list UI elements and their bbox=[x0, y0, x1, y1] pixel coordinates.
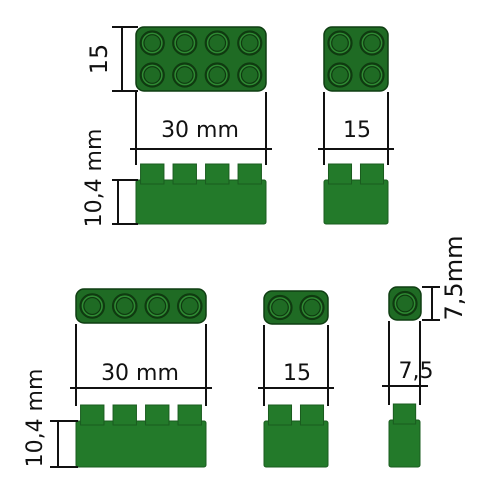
plate-1x1-top-view bbox=[388, 286, 422, 321]
plate-1x2-side-body bbox=[263, 420, 329, 468]
brick-2x4-height-dimension: 15 bbox=[85, 26, 138, 92]
side-stud bbox=[392, 403, 417, 425]
side-stud bbox=[80, 404, 105, 426]
plate-1x1-side-body bbox=[388, 419, 421, 468]
plate-1x2-top-view bbox=[263, 290, 329, 325]
plate-1x1-width-dimension: 7,5 bbox=[382, 321, 434, 405]
brick-2x4-width-label: 30 mm bbox=[161, 118, 239, 143]
brick-2x4-width-dimension: 30 mm bbox=[130, 92, 272, 165]
side-stud bbox=[359, 163, 385, 185]
brick-2x2-width-dimension: 15 bbox=[318, 92, 394, 165]
stud-inner bbox=[115, 296, 134, 316]
side-stud bbox=[112, 404, 137, 426]
brick-2x2-studs bbox=[327, 30, 385, 88]
stud-inner bbox=[148, 296, 167, 316]
brick-2x4-height-label: 15 bbox=[85, 44, 113, 75]
stud-inner bbox=[363, 34, 381, 52]
plate-1x1-height-dimension: 7,5mm bbox=[422, 236, 468, 321]
stud-inner bbox=[143, 34, 162, 52]
side-stud bbox=[172, 163, 197, 185]
stud-inner bbox=[240, 34, 259, 52]
side-stud bbox=[237, 163, 262, 185]
plate-1x2-studs bbox=[267, 294, 325, 321]
plate-1x4-width-label: 30 mm bbox=[101, 361, 179, 386]
brick-2x2-side-view bbox=[323, 163, 389, 225]
stud-inner bbox=[271, 298, 289, 317]
brick-2x4-depth-label: 10,4 mm bbox=[82, 129, 107, 228]
stud-inner bbox=[208, 66, 227, 84]
plate-1x2-side-view bbox=[263, 404, 329, 468]
brick-2x2-width-label: 15 bbox=[343, 118, 371, 143]
brick-2x4-studs bbox=[139, 30, 263, 88]
brick-2x4-top-plate bbox=[135, 26, 267, 92]
plate-1x2-width-label: 15 bbox=[283, 361, 311, 386]
brick-2x2-side-body bbox=[323, 179, 389, 225]
side-stud bbox=[145, 404, 170, 426]
plate-1x1-side-studs bbox=[392, 403, 417, 425]
plate-1x4-top-plate bbox=[75, 288, 207, 324]
plate-1x4-depth-label: 10,4 mm bbox=[23, 369, 48, 468]
plate-1x2-side-studs bbox=[267, 404, 325, 426]
stud-inner bbox=[331, 34, 349, 52]
stud-inner bbox=[331, 66, 349, 84]
brick-2x4-side-body bbox=[135, 179, 267, 225]
side-stud bbox=[177, 404, 202, 426]
side-stud bbox=[205, 163, 230, 185]
stud-inner bbox=[143, 66, 162, 84]
plate-1x1-side-view bbox=[388, 403, 421, 468]
plate-1x4-width-dimension: 30 mm bbox=[70, 324, 212, 406]
stud-inner bbox=[240, 66, 259, 84]
stud-inner bbox=[180, 296, 199, 316]
plate-1x4-studs bbox=[79, 293, 203, 319]
stud-inner bbox=[303, 298, 321, 317]
plate-1x2-width-dimension: 15 bbox=[258, 325, 334, 406]
brick-2x4-depth-dimension: 10,4 mm bbox=[82, 129, 138, 228]
side-stud bbox=[140, 163, 165, 185]
plate-1x4-side-view bbox=[75, 404, 207, 468]
brick-2x2-top-view bbox=[323, 26, 389, 92]
plate-1x4-side-body bbox=[75, 420, 207, 468]
stud-inner bbox=[83, 296, 102, 316]
side-stud bbox=[327, 163, 353, 185]
stud-inner bbox=[396, 294, 414, 313]
plate-1x1-studs bbox=[392, 290, 418, 317]
brick-2x4-side-studs bbox=[140, 163, 262, 185]
brick-2x4-side-view bbox=[135, 163, 267, 225]
stud-inner bbox=[363, 66, 381, 84]
stud-inner bbox=[175, 66, 194, 84]
plate-1x4-side-studs bbox=[80, 404, 202, 426]
plate-1x1-height-label: 7,5mm bbox=[440, 236, 468, 321]
brick-2x4-top-view bbox=[135, 26, 267, 92]
stud-inner bbox=[208, 34, 227, 52]
side-stud bbox=[267, 404, 293, 426]
stud-inner bbox=[175, 34, 194, 52]
side-stud bbox=[299, 404, 325, 426]
plate-1x4-depth-dimension: 10,4 mm bbox=[23, 369, 78, 468]
plate-1x1-width-label: 7,5 bbox=[399, 359, 434, 384]
plate-1x4-top-view bbox=[75, 288, 207, 324]
brick-2x2-side-studs bbox=[327, 163, 385, 185]
